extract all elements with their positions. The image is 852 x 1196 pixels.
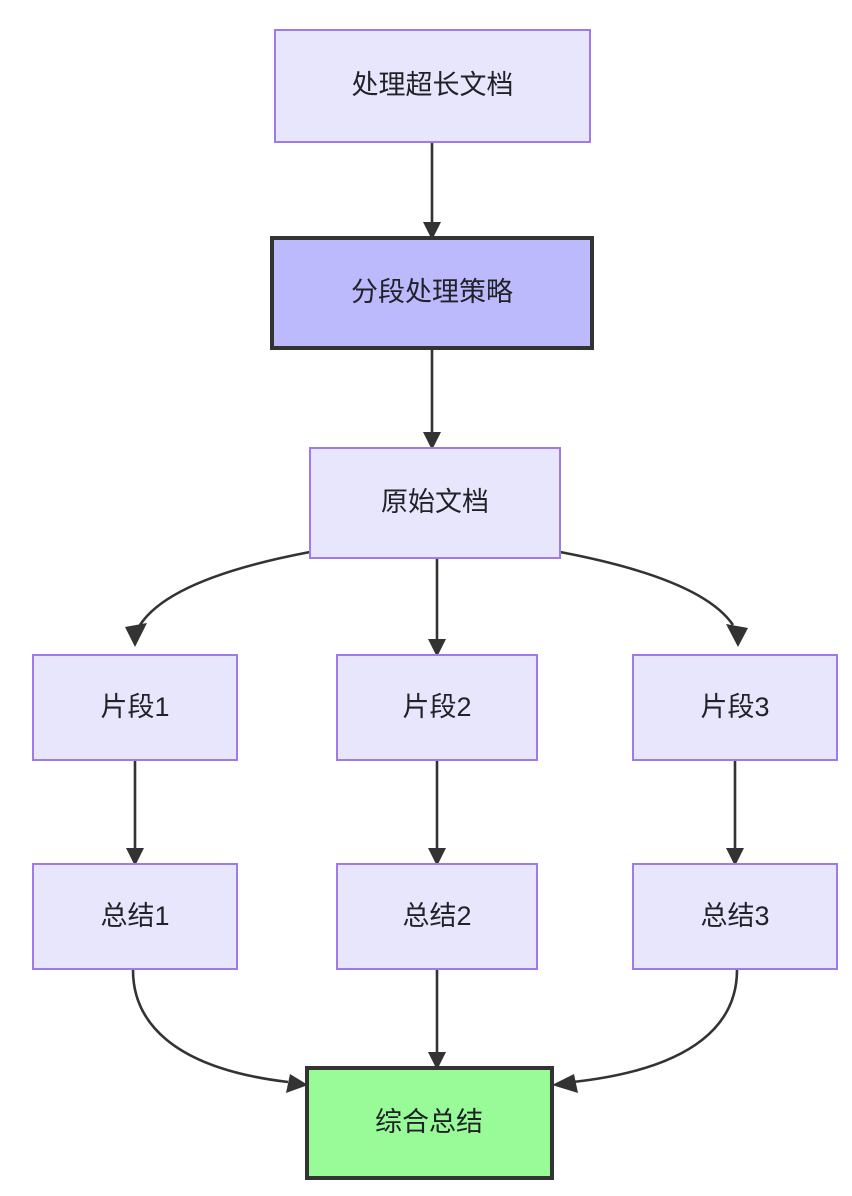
node-long-doc-label: 处理超长文档 xyxy=(352,70,514,100)
node-chunk-strategy[interactable]: 分段处理策略 xyxy=(270,236,594,350)
node-summary-3-label: 总结3 xyxy=(700,901,769,931)
node-fragment-1-shape[interactable] xyxy=(32,654,238,761)
edge-source-doc-to-fragment-1 xyxy=(125,550,311,647)
edge-summary-2-to-final-summary xyxy=(428,970,446,1070)
edge-source-doc-to-fragment-2 xyxy=(428,559,446,657)
node-fragment-2-shape[interactable] xyxy=(336,654,538,761)
node-long-doc[interactable]: 处理超长文档 xyxy=(274,29,591,143)
node-summary-2-shape[interactable] xyxy=(336,863,538,970)
edge-source-doc-to-fragment-3 xyxy=(559,550,748,647)
node-summary-1-label: 总结1 xyxy=(100,901,169,931)
node-long-doc-shape[interactable] xyxy=(274,29,591,143)
node-source-doc-label: 原始文档 xyxy=(381,487,489,517)
node-summary-3-shape[interactable] xyxy=(632,863,838,970)
edge-summary-1-to-final-summary xyxy=(131,969,308,1093)
node-summary-1-shape[interactable] xyxy=(32,863,238,970)
node-summary-2-label: 总结2 xyxy=(402,901,471,931)
node-fragment-1-label: 片段1 xyxy=(100,692,169,722)
edge-fragment-2-to-summary-2 xyxy=(428,761,446,866)
node-summary-3[interactable]: 总结3 xyxy=(632,863,838,970)
node-summary-2[interactable]: 总结2 xyxy=(336,863,538,970)
edge-fragment-3-to-summary-3 xyxy=(726,761,744,866)
node-fragment-2[interactable]: 片段2 xyxy=(336,654,538,761)
node-chunk-strategy-label: 分段处理策略 xyxy=(351,277,513,307)
node-fragment-3-shape[interactable] xyxy=(632,654,838,761)
edge-summary-3-to-final-summary xyxy=(552,969,739,1093)
node-chunk-strategy-shape[interactable] xyxy=(270,236,594,350)
edge-chunk-strategy-to-source-doc xyxy=(423,350,441,450)
node-fragment-3[interactable]: 片段3 xyxy=(632,654,838,761)
node-final-summary-shape[interactable] xyxy=(305,1066,554,1180)
node-final-summary-label: 综合总结 xyxy=(375,1107,483,1137)
edge-layer xyxy=(125,142,748,1093)
node-fragment-3-label: 片段3 xyxy=(700,692,769,722)
edge-fragment-1-to-summary-1 xyxy=(126,761,144,866)
node-fragment-1[interactable]: 片段1 xyxy=(32,654,238,761)
node-source-doc[interactable]: 原始文档 xyxy=(309,447,561,559)
node-final-summary[interactable]: 综合总结 xyxy=(305,1066,554,1180)
node-source-doc-shape[interactable] xyxy=(309,447,561,559)
node-fragment-2-label: 片段2 xyxy=(402,692,471,722)
node-summary-1[interactable]: 总结1 xyxy=(32,863,238,970)
edge-long-doc-to-chunk-strategy xyxy=(423,142,441,240)
node-layer: 处理超长文档 分段处理策略 原始文档 片段1 片段2 片段3 xyxy=(32,29,838,1180)
